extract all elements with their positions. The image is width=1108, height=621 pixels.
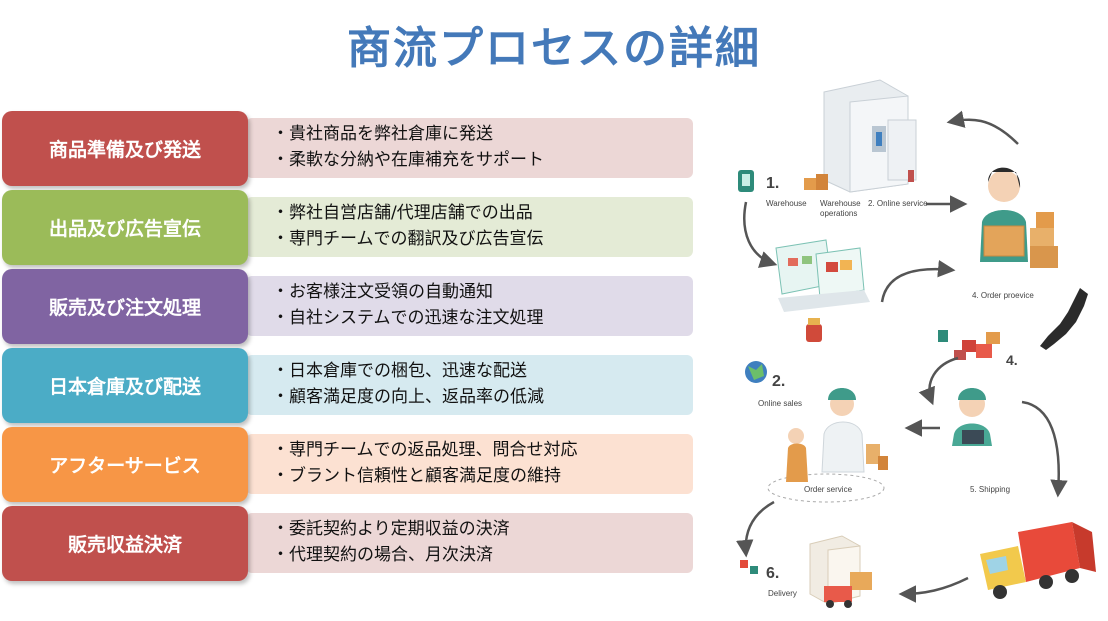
order-service-label: Order service	[804, 485, 853, 494]
step-row: ・弊社自営店舗/代理店舗での出品 ・専門チームでの翻訳及び広告宣伝 出品及び広告…	[2, 190, 697, 265]
arrow-icon	[1021, 400, 1068, 498]
truck-icon	[980, 522, 1096, 599]
warehouse-label: Warehouse	[766, 199, 807, 208]
step-description: ・弊社自営店舗/代理店舗での出品 ・専門チームでの翻訳及び広告宣伝	[246, 197, 693, 257]
order-service-platform	[767, 473, 885, 503]
step-detail-line: ・自社システムでの迅速な注文処理	[272, 308, 544, 328]
online-sales-label: Online sales	[758, 399, 802, 408]
worker-with-boxes-icon	[980, 167, 1058, 268]
online-service-label: 2. Online service	[868, 199, 928, 208]
delivery-icon	[740, 560, 758, 574]
delivery-parcels-icon	[809, 535, 872, 608]
step-row: ・専門チームでの返品処理、問合せ対応 ・ブラント信頼性と顧客満足度の維持 アフタ…	[2, 427, 697, 502]
step-row: ・日本倉庫での梱包、迅速な配送 ・顧客満足度の向上、返品率の低減 日本倉庫及び配…	[2, 348, 697, 423]
shipping-agent-icon	[952, 388, 992, 446]
arrow-icon	[736, 500, 775, 558]
arrow-icon	[898, 576, 969, 603]
step-description: ・委託契約より定期収益の決済 ・代理契約の場合、月次決済	[246, 513, 693, 573]
logistics-illustration: 1. Warehouse Warehouse operations 2. Onl…	[736, 79, 1096, 608]
step-label: 販売及び注文処理	[2, 269, 248, 344]
step-4-number: 4.	[1006, 352, 1018, 368]
step-detail-line: ・日本倉庫での梱包、迅速な配送	[272, 361, 527, 381]
step-label: 日本倉庫及び配送	[2, 348, 248, 423]
globe-icon	[745, 361, 767, 383]
step-detail-line: ・専門チームでの翻訳及び広告宣伝	[272, 229, 544, 249]
product-jar-icon	[806, 318, 822, 342]
warehouse-operations-label-2: operations	[820, 209, 857, 218]
customer-icon	[786, 428, 808, 482]
step-row: ・貴社商品を弊社倉庫に発送 ・柔軟な分納や在庫補充をサポート 商品準備及び発送	[2, 111, 697, 186]
step-detail-line: ・専門チームでの返品処理、問合せ対応	[272, 440, 578, 460]
step-label: 商品準備及び発送	[2, 111, 248, 186]
step-detail-line: ・弊社自営店舗/代理店舗での出品	[272, 203, 533, 223]
arrow-icon	[918, 356, 959, 406]
arrow-icon	[743, 201, 778, 268]
arrow-icon	[946, 110, 1019, 145]
step-label: 販売収益決済	[2, 506, 248, 581]
order-province-label: 4. Order proevice	[972, 291, 1034, 300]
warehouse-operations-label-1: Warehouse	[820, 199, 861, 208]
step-detail-line: ・貴社商品を弊社倉庫に発送	[272, 124, 493, 144]
step-row: ・お客様注文受領の自動通知 ・自社システムでの迅速な注文処理 販売及び注文処理	[2, 269, 697, 344]
step-description: ・日本倉庫での梱包、迅速な配送 ・顧客満足度の向上、返品率の低減	[246, 355, 693, 415]
step-description: ・専門チームでの返品処理、問合せ対応 ・ブラント信頼性と顧客満足度の維持	[246, 434, 693, 494]
step-description: ・お客様注文受領の自動通知 ・自社システムでの迅速な注文処理	[246, 276, 693, 336]
shipping-label: 5. Shipping	[970, 485, 1010, 494]
boxes-icon	[804, 170, 914, 190]
online-store-screens-icon	[775, 239, 870, 312]
phone-icon	[738, 170, 754, 192]
step-detail-line: ・お客様注文受領の自動通知	[272, 282, 493, 302]
step-detail-line: ・ブラント信頼性と顧客満足度の維持	[272, 466, 561, 486]
online-sales-step-number: 2.	[772, 373, 785, 390]
step-description: ・貴社商品を弊社倉庫に発送 ・柔軟な分納や在庫補充をサポート	[246, 118, 693, 178]
japan-map-icon	[1040, 288, 1088, 350]
step-label: 出品及び広告宣伝	[2, 190, 248, 265]
delivery-step-number: 6.	[766, 565, 779, 582]
order-service-staff-icon	[821, 388, 888, 473]
step-row: ・委託契約より定期収益の決済 ・代理契約の場合、月次決済 販売収益決済	[2, 506, 697, 581]
step-detail-line: ・柔軟な分納や在庫補充をサポート	[272, 150, 544, 170]
step-label: アフターサービス	[2, 427, 248, 502]
arrow-icon	[880, 259, 956, 303]
step-detail-line: ・顧客満足度の向上、返品率の低減	[272, 387, 544, 407]
delivery-label: Delivery	[768, 589, 797, 598]
warehouse-step-number: 1.	[766, 175, 779, 192]
page-title: 商流プロセスの詳細	[347, 23, 761, 74]
step-detail-line: ・委託契約より定期収益の決済	[272, 519, 510, 539]
step-detail-line: ・代理契約の場合、月次決済	[272, 545, 493, 565]
packages-icon	[938, 330, 1000, 360]
warehouse-building-icon	[823, 79, 917, 193]
